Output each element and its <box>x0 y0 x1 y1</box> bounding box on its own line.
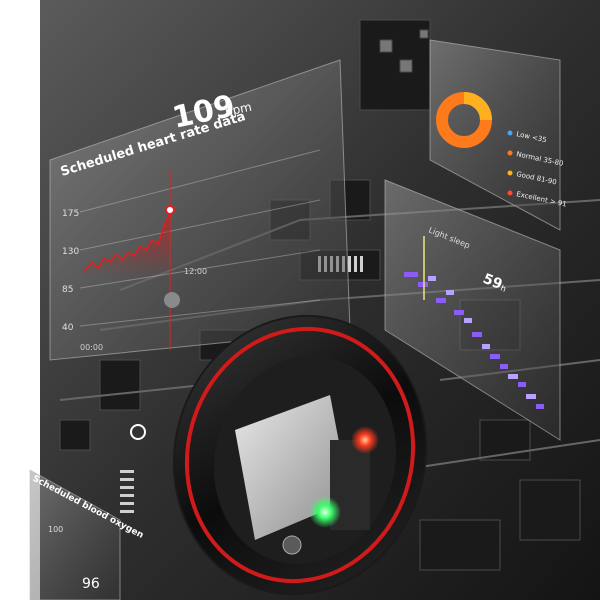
heart-rate-unit: bpm <box>224 100 253 119</box>
heart-rate-area <box>84 212 170 276</box>
green-led-icon <box>309 496 341 528</box>
ring-red-stripe <box>184 326 416 584</box>
sleep-value: 59 <box>481 271 505 293</box>
donut-segment-good <box>463 92 492 121</box>
indicator-ring-icon <box>130 424 146 440</box>
smart-ring <box>172 314 428 596</box>
y-tick-175: 175 <box>62 209 79 219</box>
red-led-icon <box>351 426 379 454</box>
x-tick-noon: 12:00 <box>184 267 207 276</box>
legend-dot-excellent <box>507 190 513 196</box>
legend-dot-normal <box>507 150 513 156</box>
y-tick-130: 130 <box>62 247 79 257</box>
x-tick-start: 00:00 <box>80 343 103 352</box>
blood-oxygen-tick: 100 <box>48 525 63 534</box>
heart-rate-gridlines <box>79 149 321 327</box>
sleep-unit: h <box>499 284 507 294</box>
heart-rate-marker <box>165 205 175 215</box>
sleep-panel: Light sleep 59 h <box>384 179 561 441</box>
ring-contact <box>282 535 302 555</box>
y-tick-85: 85 <box>62 285 73 295</box>
heart-rate-line <box>83 211 171 273</box>
sleep-bars <box>404 272 544 409</box>
legend-dot-low <box>507 130 513 136</box>
y-tick-40: 40 <box>62 323 74 333</box>
board-button <box>164 292 180 308</box>
blood-oxygen-value: 96 <box>82 576 100 592</box>
donut-panel: Low <35 Normal 35-80 Good 81-90 Excellen… <box>429 39 567 231</box>
legend-dot-good <box>507 170 513 176</box>
